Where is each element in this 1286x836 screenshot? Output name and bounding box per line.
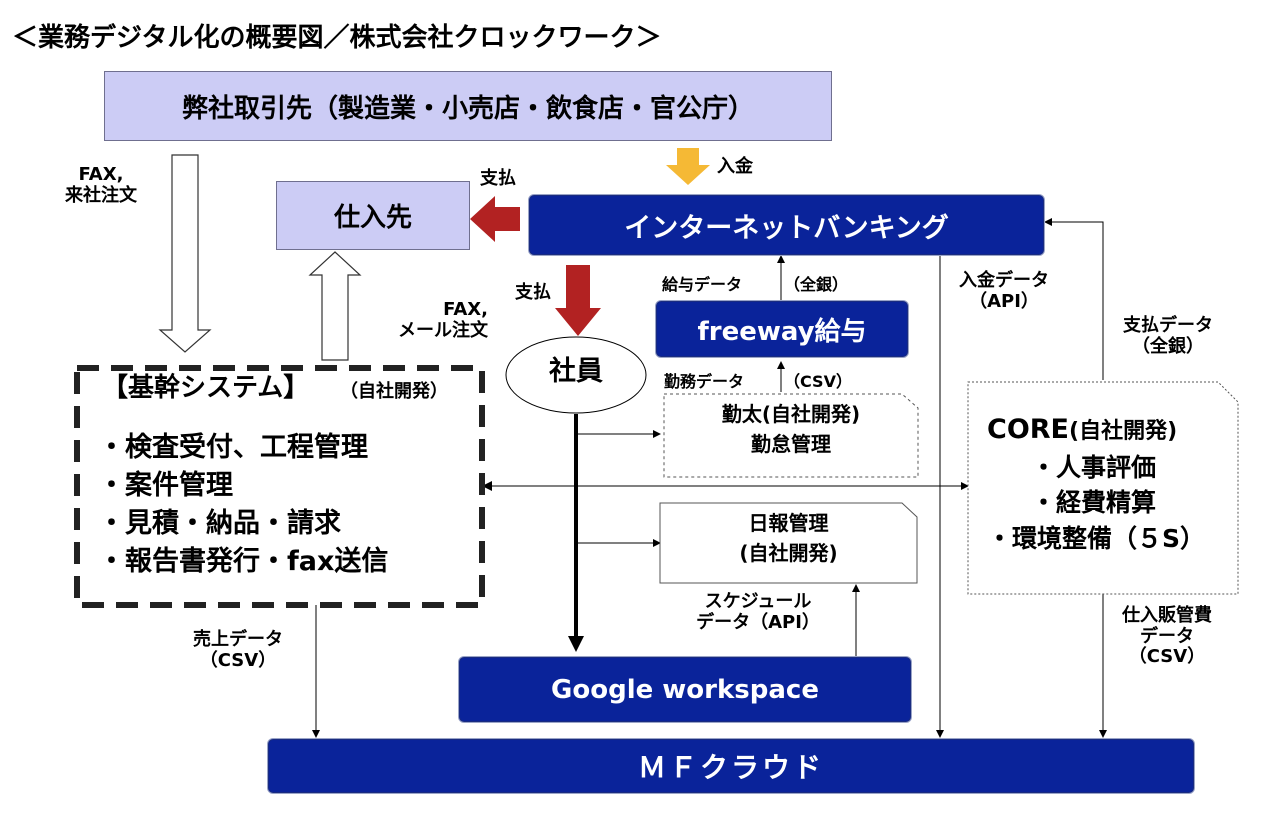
nippo-box xyxy=(659,502,918,584)
payment-supplier-label: 支払 xyxy=(480,168,516,189)
kikan-item-4: ・報告書発行・fax送信 xyxy=(98,546,389,577)
payment-employee-label: 支払 xyxy=(515,282,551,303)
fax-order-line2: 来社注文 xyxy=(65,184,137,206)
employee-label: 社員 xyxy=(549,356,603,387)
payment-data-line1: 支払データ xyxy=(1123,315,1213,336)
core-title: CORE(自社開発) xyxy=(987,414,1177,445)
attendance-data-label: 勤務データ xyxy=(664,372,745,391)
kikan-subtitle: （自社開発） xyxy=(340,381,448,402)
nippo-line2: (自社開発) xyxy=(739,541,838,565)
schedule-data-label: スケジュール データ（API） xyxy=(688,591,828,633)
clients-box: 弊社取引先（製造業・小売店・飲食店・官公庁） xyxy=(104,71,832,141)
payment-data-line2: （全銀） xyxy=(1132,335,1204,357)
core-item-1: ・人事評価 xyxy=(1031,453,1157,482)
fax-mail-label: FAX, メール注文 xyxy=(358,299,488,341)
banking-box: インターネットバンキング xyxy=(528,194,1045,256)
fax-mail-line2: メール注文 xyxy=(398,319,488,341)
fax-order-label: FAX, 来社注文 xyxy=(46,164,156,206)
kikan-box xyxy=(74,365,485,608)
purchase-data-line3: （CSV） xyxy=(1128,646,1206,668)
fax-order-hollow-arrow xyxy=(158,154,212,353)
mf-cloud-box: ＭＦクラウド xyxy=(267,738,1195,794)
csv-label: （CSV） xyxy=(784,372,852,391)
freeway-box: freeway給与 xyxy=(655,300,909,358)
google-workspace-box: Google workspace xyxy=(458,656,912,723)
suppliers-box: 仕入先 xyxy=(276,181,470,250)
nippo-line1: 日報管理 xyxy=(748,511,829,535)
kikan-item-3: ・見積・納品・請求 xyxy=(98,508,341,539)
schedule-data-line1: スケジュール xyxy=(704,591,812,612)
deposit-data-line2: （API） xyxy=(969,290,1039,312)
purchase-data-line2: データ xyxy=(1140,625,1194,647)
order-to-supplier-hollow-arrow xyxy=(308,251,362,361)
deposit-yellow-arrow xyxy=(666,148,710,185)
core-item-2: ・経費精算 xyxy=(1031,488,1157,517)
deposit-label: 入金 xyxy=(717,156,753,177)
zengin-label: （全銀） xyxy=(784,275,849,294)
deposit-data-line1: 入金データ xyxy=(959,270,1049,291)
payment-data-label: 支払データ （全銀） xyxy=(1108,315,1228,357)
deposit-data-label: 入金データ （API） xyxy=(944,270,1064,312)
sales-data-line1: 売上データ xyxy=(193,629,283,650)
kinta-box xyxy=(663,393,919,478)
payment-employee-red-arrow xyxy=(555,265,601,336)
kikan-title: 【基幹システム】 xyxy=(102,373,310,403)
core-item-3: ・環境整備（５S） xyxy=(987,524,1206,553)
kinta-line1: 勤太(自社開発) xyxy=(721,402,861,426)
schedule-data-line2: データ（API） xyxy=(696,611,820,633)
page-title: ＜業務デジタル化の概要図／株式会社クロックワーク＞ xyxy=(12,23,662,53)
core-title-suffix: (自社開発) xyxy=(1069,419,1178,444)
salary-data-label: 給与データ xyxy=(662,275,743,294)
fax-mail-line1: FAX, xyxy=(443,299,488,320)
sales-data-line2: （CSV） xyxy=(199,649,277,671)
kikan-item-2: ・案件管理 xyxy=(98,470,233,501)
kikan-item-1: ・検査受付、工程管理 xyxy=(98,432,368,463)
sales-data-label: 売上データ （CSV） xyxy=(168,629,308,671)
fax-order-line1: FAX, xyxy=(78,164,124,185)
employee-ellipse xyxy=(505,336,647,414)
core-title-main: CORE xyxy=(987,414,1070,445)
purchase-data-label: 仕入販管費 データ （CSV） xyxy=(1092,605,1242,668)
purchase-data-line1: 仕入販管費 xyxy=(1122,605,1212,626)
kinta-line2: 勤怠管理 xyxy=(751,432,831,456)
core-box xyxy=(967,381,1239,595)
payment-supplier-red-arrow xyxy=(470,196,520,242)
